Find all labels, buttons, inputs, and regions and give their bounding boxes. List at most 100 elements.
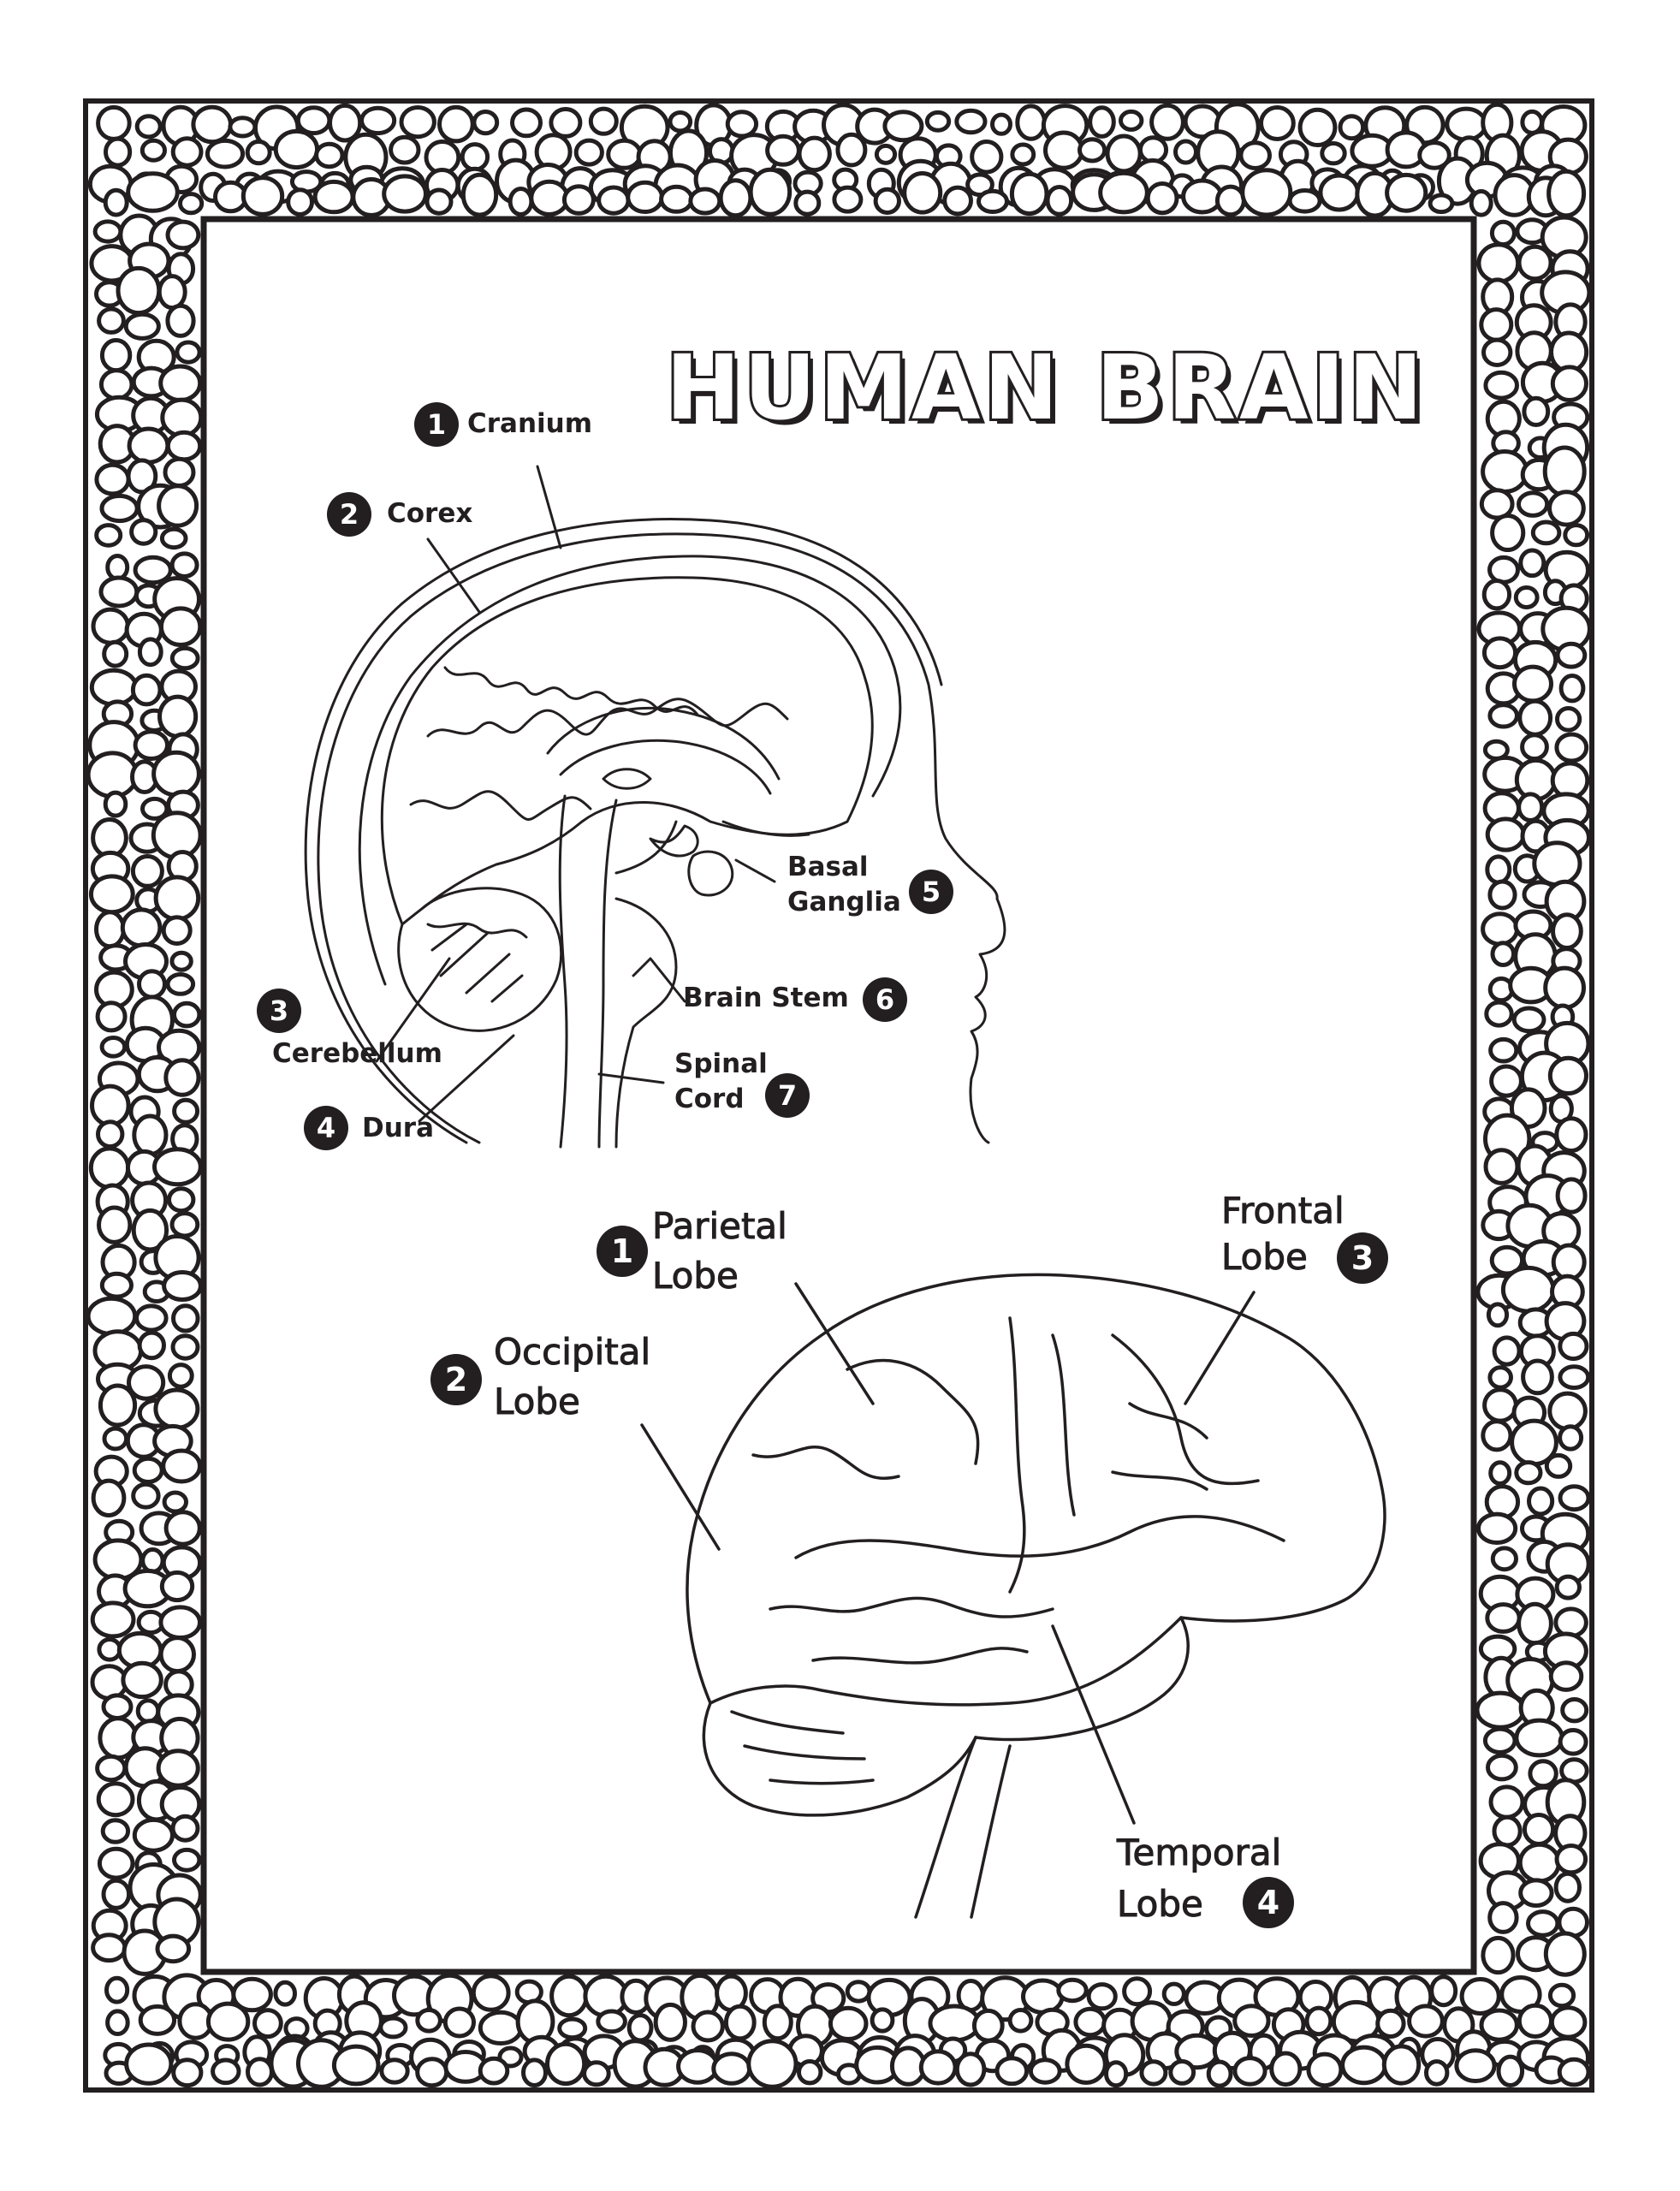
border-bubble	[163, 1510, 202, 1547]
label-temporal-lobe-line1: Temporal	[1116, 1832, 1282, 1874]
border-bubble	[1009, 171, 1049, 217]
border-bubble	[97, 1846, 135, 1880]
border-bubble	[171, 2057, 204, 2088]
border-bubble	[1161, 1981, 1186, 2007]
border-bubble	[1232, 2056, 1267, 2087]
border-bubble	[126, 171, 180, 213]
border-bubble	[1487, 1901, 1519, 1934]
border-bubble	[1385, 172, 1428, 213]
border-bubble	[545, 2041, 587, 2086]
border-bubble	[1555, 641, 1588, 669]
border-bubble	[1481, 579, 1512, 611]
border-bubble	[1544, 1452, 1573, 1479]
border-bubble	[99, 1271, 134, 1299]
border-bubble	[596, 2009, 627, 2034]
border-bubble	[510, 107, 543, 139]
border-bubble	[104, 1975, 130, 2004]
label-cerebellum: Cerebellum	[272, 1038, 442, 1069]
border-bubble	[977, 188, 1009, 214]
label-cranium: Cranium	[467, 408, 593, 439]
border-bubble	[155, 1933, 192, 1964]
border-bubble	[286, 187, 315, 217]
border-bubble	[1547, 490, 1586, 527]
border-bubble	[137, 637, 163, 668]
border-bubble	[158, 606, 203, 648]
border-bubble	[1238, 140, 1272, 171]
label-badge-corex: 2	[327, 492, 371, 537]
border-bubble	[1424, 2059, 1450, 2087]
border-bubble	[133, 729, 170, 761]
border-bubble	[162, 1270, 203, 1302]
border-bubble	[1487, 703, 1519, 729]
border-bubble	[793, 189, 822, 217]
border-bubble	[882, 110, 924, 143]
border-bubble	[167, 1186, 196, 1214]
border-bubble	[170, 1333, 200, 1361]
border-bubble	[1168, 2059, 1196, 2086]
border-bubble	[1557, 2057, 1591, 2087]
border-bubble	[1232, 2004, 1271, 2039]
border-bubble	[1490, 1546, 1519, 1572]
border-bubble	[1486, 1302, 1510, 1328]
border-bubble	[1517, 490, 1550, 518]
border-bubble	[1338, 114, 1366, 141]
border-bubble	[1543, 1931, 1587, 1977]
border-bubble	[1518, 1878, 1554, 1908]
border-bubble	[1514, 1460, 1543, 1486]
border-bubble	[1547, 1982, 1576, 2009]
label-parietal-lobe-line1: Parietal	[652, 1205, 788, 1248]
border-bubble	[472, 110, 500, 136]
lateral-brain-drawing	[640, 1273, 1386, 1919]
border-bubble	[1554, 732, 1589, 763]
label-badge-brain-stem: 6	[863, 977, 907, 1022]
label-temporal-lobe-line2: Lobe	[1117, 1883, 1204, 1926]
border-bubble	[1454, 2048, 1497, 2084]
border-bubble	[1145, 181, 1179, 216]
page-title: HUMAN BRAIN	[663, 333, 1427, 442]
border-bubble	[1056, 1977, 1089, 2004]
border-bubble	[835, 132, 868, 168]
border-bubble	[1488, 1460, 1512, 1486]
border-bubble	[95, 1000, 128, 1033]
border-bubble	[1476, 1511, 1518, 1546]
border-bubble	[1479, 2008, 1519, 2042]
border-bubble	[132, 1817, 175, 1853]
border-bubble	[1488, 1036, 1519, 1064]
border-bubble	[97, 1205, 133, 1244]
label-badge-basal-ganglia: 5	[909, 870, 953, 914]
label-badge-cranium: 1	[414, 402, 459, 447]
border-bubble	[1206, 2059, 1233, 2088]
border-bubble	[970, 140, 1004, 175]
border-bubble	[165, 219, 201, 251]
border-bubble	[1469, 189, 1493, 217]
border-bubble	[1558, 1424, 1584, 1452]
border-bubble	[1527, 1486, 1555, 1517]
border-bubble	[1077, 137, 1107, 163]
border-bubble	[105, 2009, 130, 2036]
border-bubble	[1481, 1419, 1513, 1452]
border-bubble	[1563, 523, 1590, 548]
border-bubble	[1297, 107, 1338, 147]
border-bubble	[954, 2051, 987, 2087]
border-bubble	[171, 1303, 200, 1333]
border-bubble	[521, 2057, 548, 2087]
border-bubble	[314, 141, 345, 169]
border-bubble	[561, 184, 596, 216]
border-bubble	[1558, 1728, 1588, 1756]
border-bubble	[161, 915, 193, 946]
border-bubble	[273, 1980, 298, 2007]
border-bubble	[478, 2056, 510, 2086]
label-parietal-lobe-line2: Lobe	[652, 1255, 739, 1297]
border-bubble	[1287, 188, 1322, 214]
border-bubble	[123, 312, 161, 341]
border-bubble	[99, 1036, 128, 1059]
border-bubble	[159, 1570, 195, 1603]
border-bubble	[748, 167, 793, 217]
border-bubble	[1320, 141, 1347, 166]
label-badge-dura: 4	[304, 1106, 348, 1150]
border-bubble	[415, 2008, 442, 2034]
border-bubble	[1259, 105, 1296, 141]
border-bubble	[157, 484, 199, 528]
border-bubble	[172, 1000, 202, 1029]
